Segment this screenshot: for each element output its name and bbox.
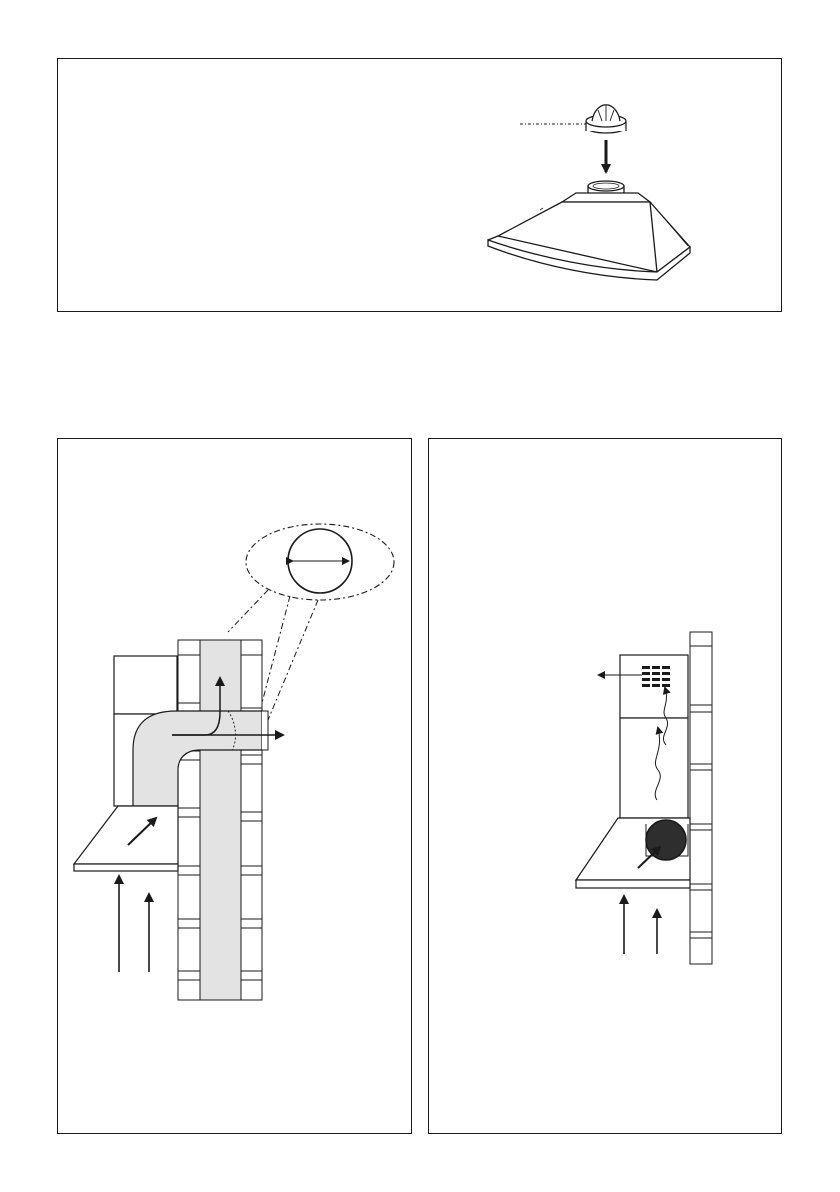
hood-canopy-left	[74, 806, 178, 864]
cooker-hood-canopy	[488, 181, 690, 280]
check-valve-part	[586, 105, 626, 133]
wall-bricks-right	[690, 632, 712, 964]
